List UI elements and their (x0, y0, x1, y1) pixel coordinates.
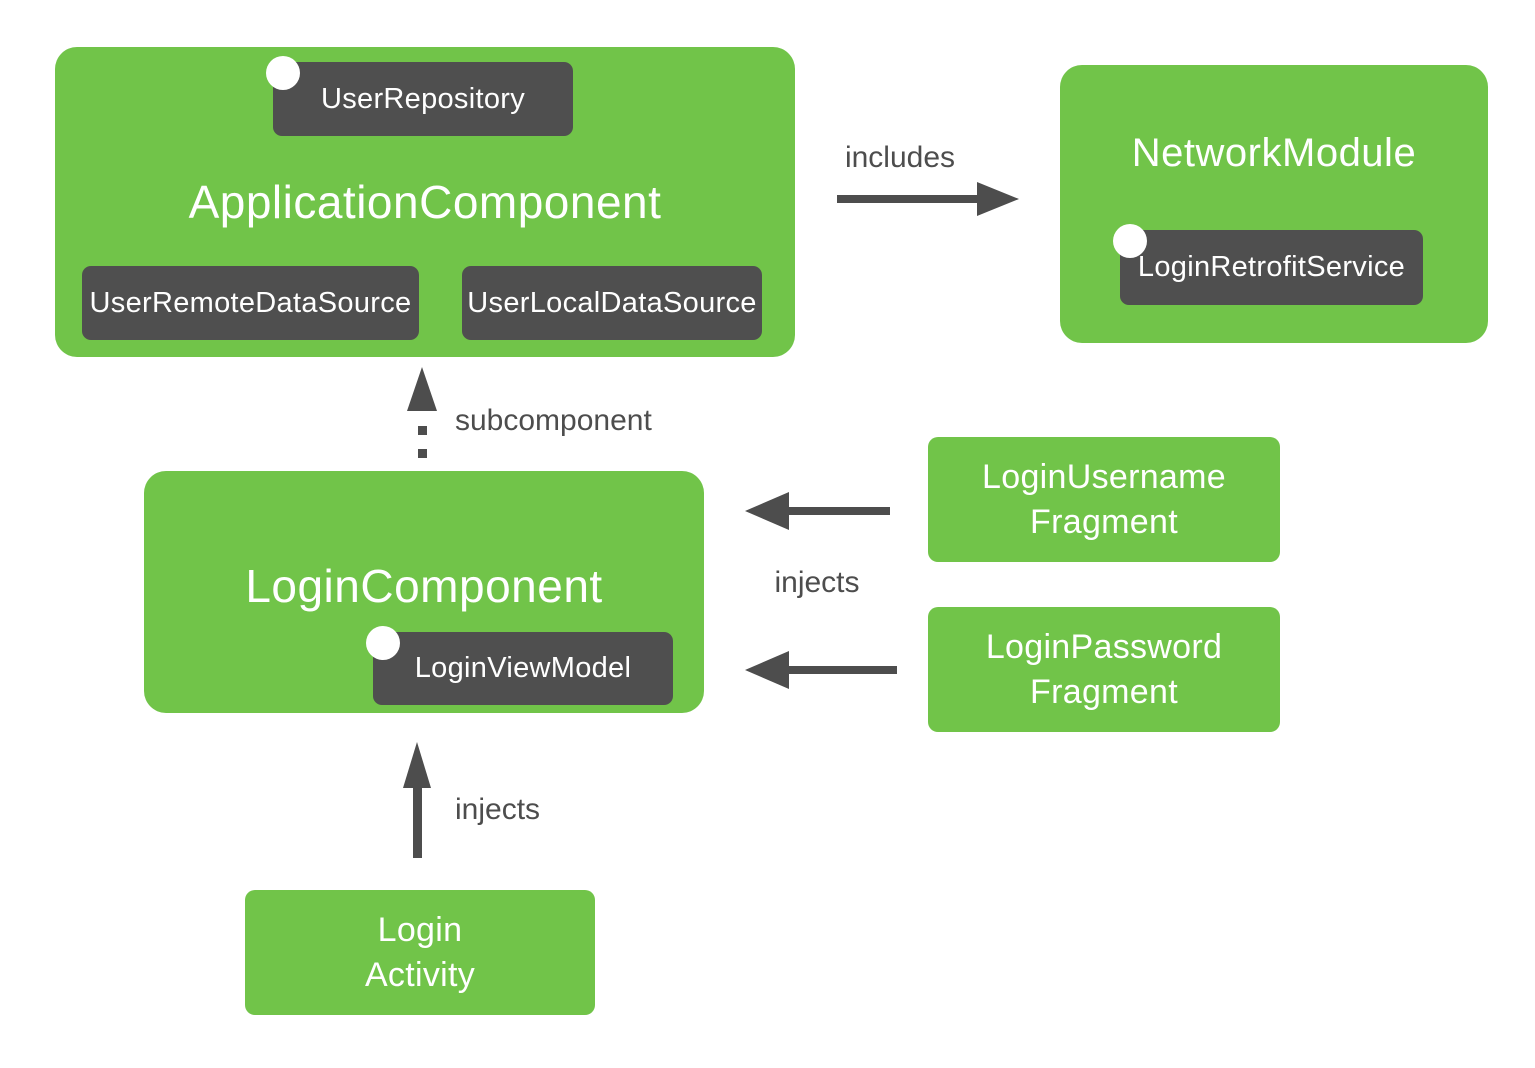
login-view-model-chip: LoginViewModel (366, 626, 673, 705)
scope-dot-icon (1113, 224, 1147, 258)
password-injects-arrow-line (785, 666, 897, 674)
injects-fragments-edge-label: injects (774, 566, 860, 599)
subcomponent-edge-label: subcomponent (455, 404, 652, 437)
includes-arrow-line (837, 195, 977, 203)
injects-activity-edge-label: injects (455, 793, 541, 826)
application-component-title: ApplicationComponent (188, 176, 662, 228)
user-local-data-source-label: UserLocalDataSource (467, 286, 757, 319)
login-component-title: LoginComponent (245, 560, 603, 612)
subcomponent-arrow-head-icon (407, 367, 437, 411)
password-injects-arrow-head-icon (745, 651, 789, 689)
scope-dot-icon (266, 56, 300, 90)
login-view-model-label: LoginViewModel (414, 652, 632, 684)
username-injects-arrow-line (785, 507, 890, 515)
network-module-box: NetworkModule LoginRetrofitService (1060, 65, 1488, 343)
login-password-fragment-label: LoginPassword Fragment (985, 627, 1223, 711)
includes-edge-label: includes (844, 141, 956, 174)
login-password-fragment-box: LoginPassword Fragment (928, 607, 1280, 732)
activity-injects-arrow-head-icon (403, 742, 431, 788)
user-repository-label: UserRepository (320, 82, 526, 115)
username-injects-arrow-head-icon (745, 492, 789, 530)
login-retrofit-service-label: LoginRetrofitService (1137, 251, 1406, 283)
login-component-box: LoginComponent LoginViewModel (144, 471, 704, 713)
login-username-fragment-label: LoginUsername Fragment (982, 457, 1226, 541)
includes-arrow-head-icon (977, 182, 1019, 216)
subcomponent-arrow-dash (418, 449, 427, 458)
login-username-fragment-box: LoginUsername Fragment (928, 437, 1280, 562)
user-remote-data-source-label: UserRemoteDataSource (89, 286, 412, 319)
login-activity-label: Login Activity (364, 910, 476, 994)
user-remote-data-source-chip: UserRemoteDataSource (82, 266, 419, 340)
user-local-data-source-chip: UserLocalDataSource (462, 266, 762, 340)
activity-injects-arrow-line (413, 786, 422, 858)
login-activity-box: Login Activity (245, 890, 595, 1015)
network-module-title: NetworkModule (1131, 131, 1417, 175)
user-repository-chip: UserRepository (266, 56, 573, 136)
login-retrofit-service-chip: LoginRetrofitService (1113, 224, 1423, 305)
subcomponent-arrow-dash (418, 426, 427, 435)
application-component-box: UserRepository ApplicationComponent User… (55, 47, 795, 357)
scope-dot-icon (366, 626, 400, 660)
